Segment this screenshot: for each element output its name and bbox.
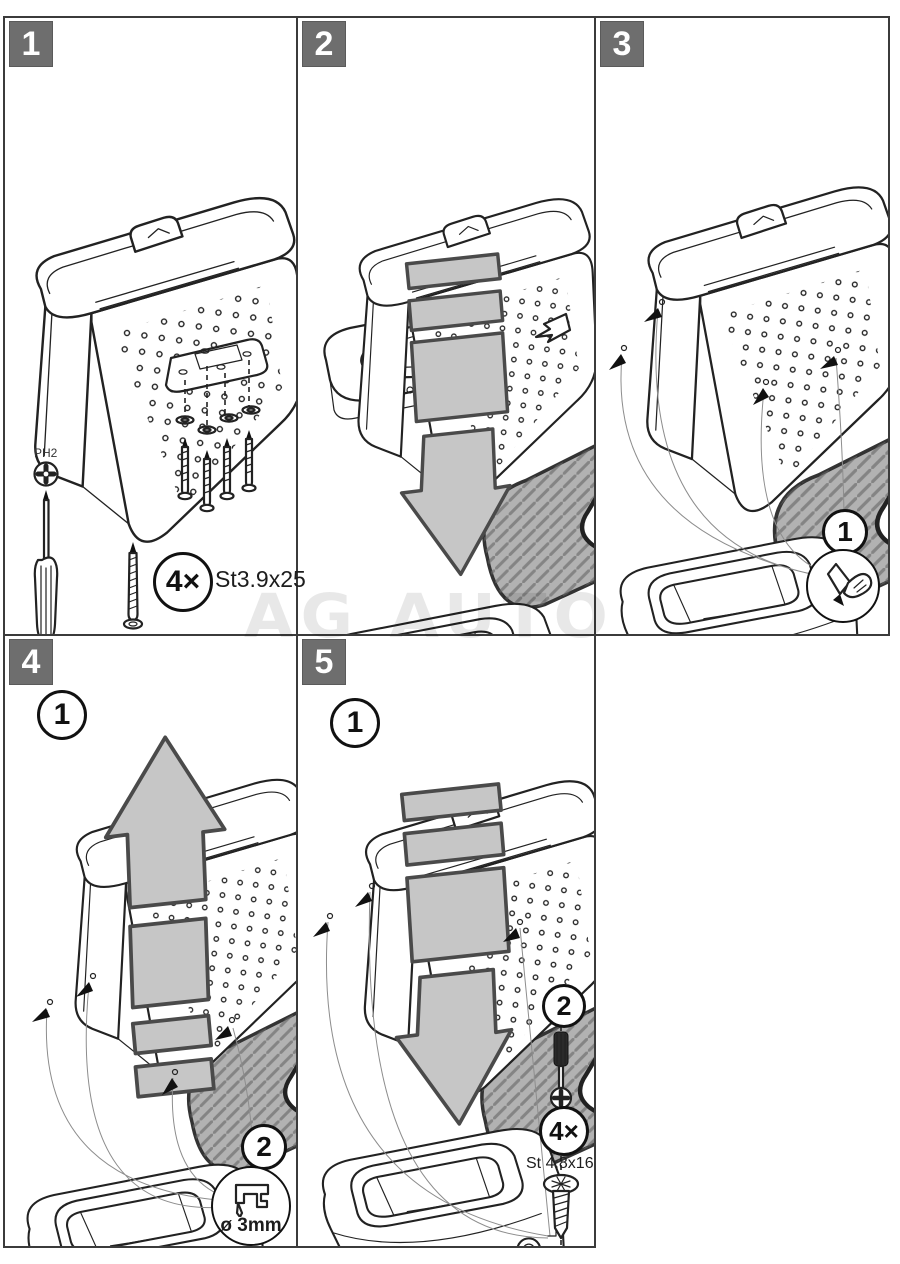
console-base-drawing: [321, 1127, 566, 1246]
washers-and-screws-drawing: [175, 360, 261, 513]
step-1-panel: 1: [3, 16, 306, 636]
step-5-panel: 5: [296, 634, 596, 1248]
leader-lines: [620, 309, 845, 581]
screwdriver-icon: [33, 490, 59, 634]
drill-detail-circle: ø 3mm: [211, 1166, 291, 1246]
step-1-number-badge: 1: [9, 21, 53, 67]
screw-sample-icon: [122, 542, 144, 630]
insert-direction-arrow-icon: [534, 312, 572, 344]
callout-circle-insert: 1: [330, 698, 380, 748]
step-3-panel: 3 1: [594, 16, 890, 636]
step-4-panel: 4 1 2 ø 3mm: [3, 634, 298, 1248]
step-3-number-badge: 3: [600, 21, 644, 67]
marking-detail-circle: [806, 549, 880, 623]
callout-circle-release: 1: [37, 690, 87, 740]
hole-marker-arrows: [313, 882, 524, 942]
leader-lines: [326, 891, 557, 1239]
drill-diameter-label: ø 3mm: [220, 1215, 282, 1236]
hole-marker-arrows: [609, 298, 842, 405]
phillips-bit-icon: [33, 461, 59, 487]
armrest-exploded-drawing: [33, 197, 296, 634]
quantity-circle: 4×: [153, 552, 213, 612]
drill-holes-drawing: [26, 736, 296, 1246]
quantity-circle: 4×: [539, 1106, 589, 1156]
armrest-insert-drawing: [323, 198, 594, 634]
step-5-number-badge: 5: [302, 639, 346, 685]
mark-holes-drawing: [609, 186, 888, 634]
screw-drawing: [177, 430, 257, 513]
step-2-number-badge: 2: [302, 21, 346, 67]
hole-marker-arrows: [32, 972, 236, 1095]
step-2-panel: 2: [296, 16, 596, 636]
callout-circle-drill: 2: [241, 1124, 287, 1170]
callout-circle-screw: 2: [542, 984, 586, 1028]
drill-icon: [234, 1183, 270, 1217]
phillips-bit-icon: [549, 1086, 573, 1110]
step-4-number-badge: 4: [9, 639, 53, 685]
screw-icon: [542, 1173, 580, 1246]
screw-spec-label: St3.9x25: [215, 566, 306, 592]
console-base-drawing: [323, 602, 563, 634]
marker-pen-icon: [826, 562, 873, 606]
screw-spec-label: St 4,8x16: [526, 1155, 594, 1172]
leader-lines: [45, 983, 255, 1209]
bit-size-label: PH2: [34, 446, 58, 460]
mounting-bracket-drawing: [164, 338, 269, 393]
